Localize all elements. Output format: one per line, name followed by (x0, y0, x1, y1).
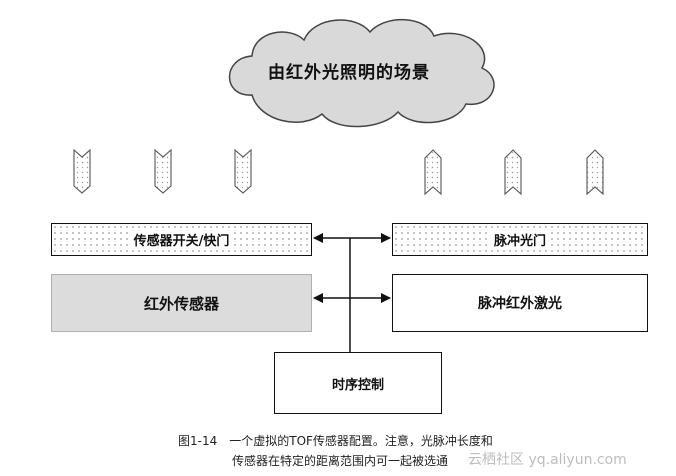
pulse-gate-box: 脉冲光门 (392, 223, 648, 256)
timing-control-box: 时序控制 (274, 352, 442, 414)
sensor-shutter-label: 传感器开关/快门 (130, 230, 233, 249)
reflected-light-arrow (154, 148, 172, 194)
watermark: 云栖社区 yq.aliyun.com (468, 452, 627, 468)
figure-caption-line2: 传感器在特定的距离范围内可一起被选通 (232, 454, 449, 468)
pulse-gate-label: 脉冲光门 (490, 230, 549, 249)
ir-sensor-box: 红外传感器 (51, 274, 312, 332)
pulsed-ir-laser-box: 脉冲红外激光 (392, 274, 648, 332)
reflected-light-arrow (234, 148, 252, 194)
reflected-light-arrow (73, 148, 91, 194)
ir-sensor-label: 红外传感器 (143, 294, 219, 313)
scene-cloud (228, 19, 495, 128)
emitted-light-arrow (586, 149, 604, 196)
sensor-shutter-box: 传感器开关/快门 (51, 223, 312, 256)
pulsed-ir-laser-label: 脉冲红外激光 (478, 296, 562, 312)
scene-title: 由红外光照明的场景 (268, 63, 430, 83)
timing-control-label: 时序控制 (331, 377, 384, 393)
emitted-light-arrow (424, 149, 442, 196)
figure-caption-line1: 图1-14 一个虚拟的TOF传感器配置。注意，光脉冲长度和 (178, 434, 493, 448)
emitted-light-arrow (504, 149, 522, 196)
timing-connectors (313, 233, 391, 352)
